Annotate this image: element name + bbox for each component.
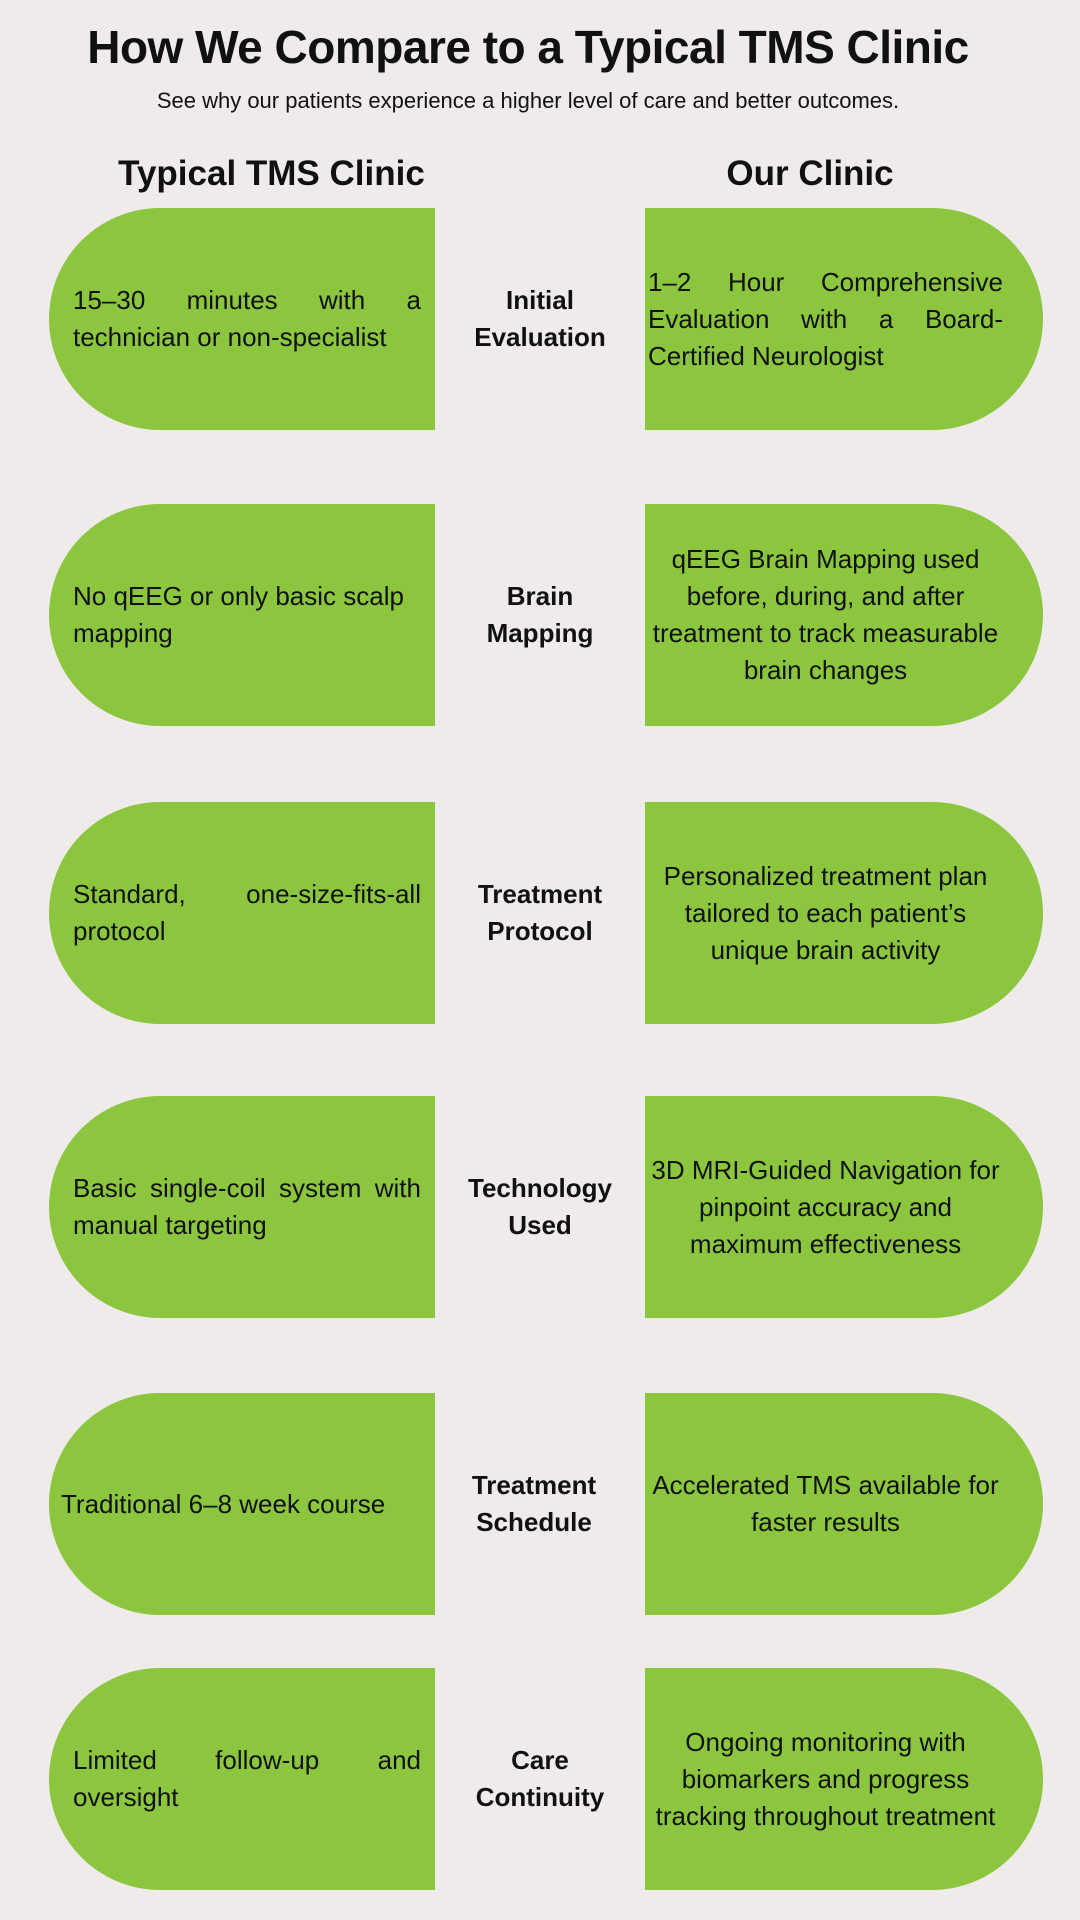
row-label: Treatment Schedule [471,1470,597,1537]
comparison-row: 15–30 minutes with a technician or non-s… [0,208,1080,430]
ours-cell: Personalized treatment plan tailored to … [645,802,1043,1024]
column-header-typical: Typical TMS Clinic [118,154,425,193]
page-title: How We Compare to a Typical TMS Clinic [87,21,969,73]
ours-cell: qEEG Brain Mapping used before, during, … [645,504,1043,726]
typical-text: No qEEG or only basic scalp mapping [73,581,404,648]
row-label: Initial Evaluation [474,285,606,352]
row-label: Technology Used [468,1173,612,1240]
ours-text: Accelerated TMS available for faster res… [652,1470,999,1537]
typical-text: Standard, one-size-fits-all protocol [73,879,421,946]
comparison-row: No qEEG or only basic scalp mapping Brai… [0,504,1080,726]
ours-cell: Accelerated TMS available for faster res… [645,1393,1043,1615]
ours-text: 3D MRI-Guided Navigation for pinpoint ac… [651,1154,1000,1259]
ours-text: 1–2 Hour Comprehensive Evaluation with a… [648,266,1003,371]
comparison-row: Standard, one-size-fits-all protocol Tre… [0,802,1080,1024]
ours-cell: 1–2 Hour Comprehensive Evaluation with a… [645,208,1043,430]
row-label: Treatment Protocol [477,879,603,946]
page-subtitle: See why our patients experience a higher… [156,88,900,113]
typical-cell: No qEEG or only basic scalp mapping [49,504,435,726]
typical-text: 15–30 minutes with a technician or non-s… [73,285,421,352]
column-header-ours: Our Clinic [726,154,894,193]
ours-text: Personalized treatment plan tailored to … [663,860,988,965]
ours-cell: Ongoing monitoring with biomarkers and p… [645,1668,1043,1890]
typical-text: Limited follow-up and oversight [73,1745,421,1812]
comparison-row: Limited follow-up and oversight Care Con… [0,1668,1080,1890]
ours-cell: 3D MRI-Guided Navigation for pinpoint ac… [645,1096,1043,1318]
ours-text: Ongoing monitoring with biomarkers and p… [655,1726,996,1831]
typical-text: Traditional 6–8 week course [61,1488,386,1519]
row-label: Care Continuity [475,1745,605,1812]
comparison-row: Traditional 6–8 week course Treatment Sc… [0,1393,1080,1615]
typical-cell: 15–30 minutes with a technician or non-s… [49,208,435,430]
row-label: Brain Mapping [486,581,594,648]
typical-cell: Basic single-coil system with manual tar… [49,1096,435,1318]
typical-cell: Standard, one-size-fits-all protocol [49,802,435,1024]
ours-text: qEEG Brain Mapping used before, during, … [652,544,999,685]
typical-text: Basic single-coil system with manual tar… [73,1173,421,1240]
comparison-row: Basic single-coil system with manual tar… [0,1096,1080,1318]
typical-cell: Limited follow-up and oversight [49,1668,435,1890]
typical-cell: Traditional 6–8 week course [49,1393,435,1615]
